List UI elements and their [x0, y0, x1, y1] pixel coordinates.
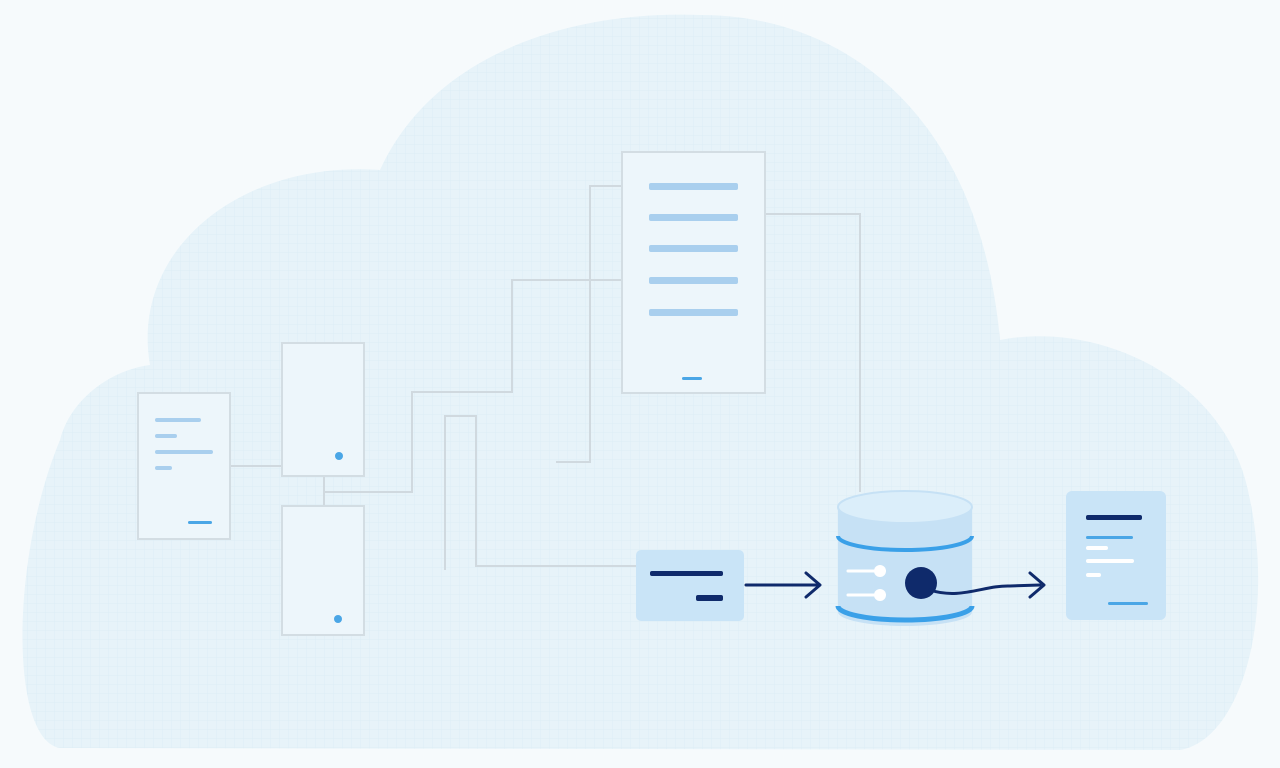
connector-main-doc-to-database [765, 213, 861, 492]
database-icon [835, 490, 975, 626]
arrow-right-icon [928, 571, 1046, 599]
connector-servers-to-main-doc [324, 279, 622, 493]
message-card-icon [636, 550, 744, 621]
connector-main-doc-left-branch [556, 185, 622, 463]
document-panel-icon [621, 151, 766, 394]
arrow-right-icon [744, 571, 822, 599]
server-panel-icon [281, 505, 365, 636]
report-document-icon [1066, 491, 1166, 620]
server-panel-icon [281, 342, 365, 477]
document-panel-icon [137, 392, 231, 540]
connector-to-message-card [444, 415, 636, 570]
connector-lines [230, 185, 861, 570]
